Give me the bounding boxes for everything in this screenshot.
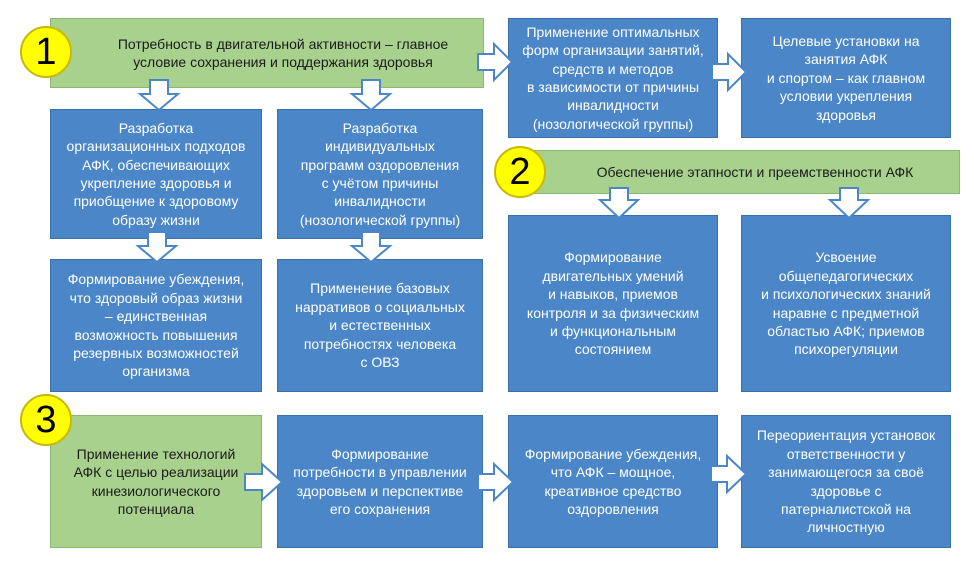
section2-right: Усвоение общепедагогических и психологич… (741, 215, 951, 392)
section1-left-bottom: Формирование убеждения, что здоровый обр… (50, 259, 262, 392)
section2-header: Обеспечение этапности и преемственности … (508, 150, 960, 194)
arrow-down-icon (137, 79, 181, 112)
section3-step2: Формирование потребности в управлении зд… (277, 415, 483, 548)
arrow-right-icon (710, 453, 748, 495)
section1-right-a: Применение оптимальных форм организации … (508, 18, 718, 138)
section1-mid-top: Разработка индивидуальных программ оздор… (277, 109, 483, 239)
arrow-down-icon (135, 231, 179, 264)
section2-left: Формирование двигательных умений и навык… (508, 215, 718, 392)
section2-number-badge: 2 (494, 146, 546, 198)
section1-mid-bottom: Применение базовых нарративов о социальн… (277, 259, 483, 392)
section3-number-badge: 3 (20, 394, 72, 446)
arrow-down-icon (349, 79, 393, 112)
arrow-right-icon (244, 461, 284, 503)
arrow-right-icon (711, 51, 748, 93)
section3-step3: Формирование убеждения, что АФК – мощное… (508, 415, 718, 548)
section1-header: Потребность в двигательной активности – … (50, 18, 484, 88)
arrow-down-icon (827, 187, 871, 220)
arrow-right-icon (477, 41, 514, 83)
section1-left-top: Разработка организационных подходов АФК,… (50, 109, 262, 239)
arrow-right-icon (477, 461, 515, 503)
section1-number-badge: 1 (20, 26, 72, 78)
section1-right-b: Целевые установки на занятия АФК и спорт… (741, 18, 951, 138)
section3-step4: Переориентация установок ответственности… (741, 415, 951, 548)
arrow-down-icon (349, 231, 393, 264)
arrow-down-icon (597, 187, 641, 220)
